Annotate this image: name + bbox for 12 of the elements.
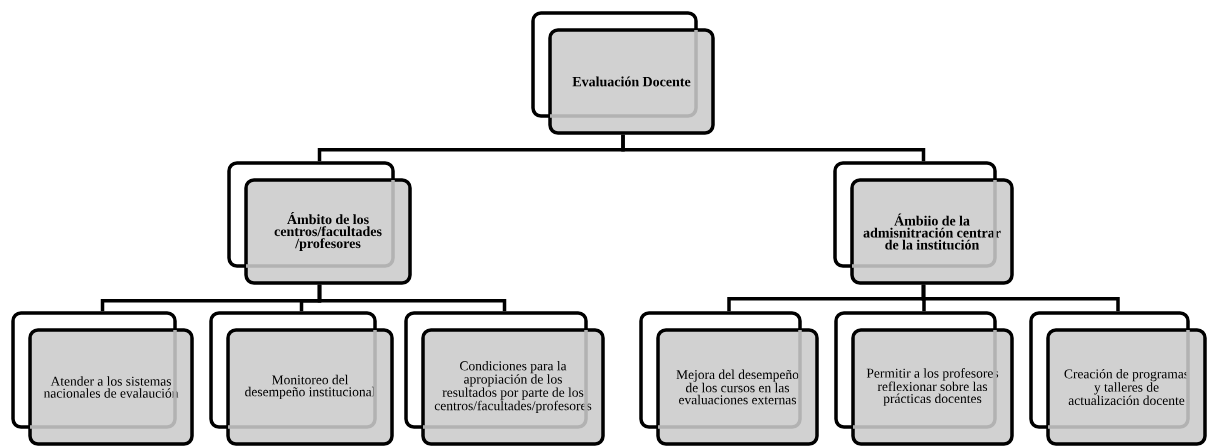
connector-line bbox=[317, 284, 507, 312]
process-box: Monitoreo del desempeño institucional bbox=[209, 311, 394, 446]
process-box: Mejora del desempeño de los cursos en las evaluaciones externas bbox=[639, 311, 819, 446]
process-box: Condiciones para la apropiación de los resultados por parte de los centros/facultades/profesores bbox=[404, 311, 605, 446]
process-box: Ámbiio de la admisnitración centrar de la institución bbox=[833, 161, 1014, 285]
process-box: Ámbito de los centros/facultades /profesores bbox=[227, 161, 412, 285]
process-box: Evaluación Docente bbox=[531, 11, 715, 135]
connector-line bbox=[621, 134, 926, 162]
process-box: Creación de programas y talleres de actualización docente bbox=[1029, 311, 1207, 446]
process-box: Atender a los sistemas nacionales de evalaución bbox=[11, 311, 194, 446]
connector-line bbox=[921, 284, 1120, 312]
process-box: Permitir a los profesores reflexionar sobre las prácticas docentes bbox=[834, 311, 1014, 446]
